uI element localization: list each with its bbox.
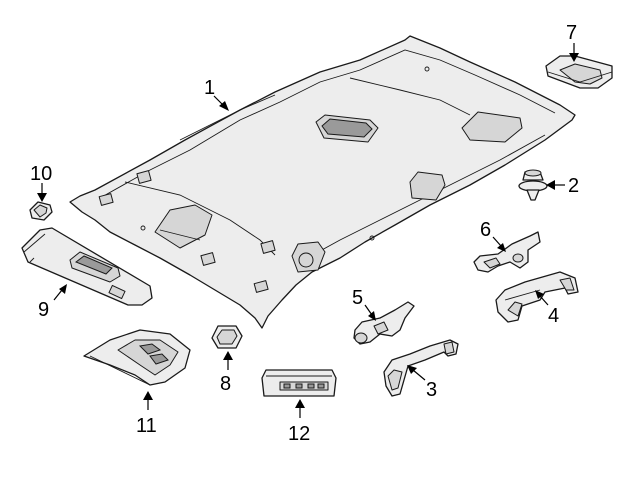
callout-9: 9 (38, 299, 49, 321)
callout-10: 10 (30, 163, 52, 185)
callout-labels: 1 2 3 4 5 6 7 8 9 10 11 12 (30, 22, 579, 445)
dome-lamp-part (261, 369, 337, 397)
callout-12: 12 (288, 423, 310, 445)
handle-bracket-part (353, 301, 415, 345)
bracket-part (473, 231, 541, 273)
callout-1: 1 (204, 77, 215, 99)
leader-6 (492, 236, 502, 247)
callout-11: 11 (136, 415, 157, 437)
headliner-part (69, 35, 576, 329)
callout-2: 2 (568, 175, 579, 197)
callout-4: 4 (548, 305, 559, 327)
callout-8: 8 (220, 373, 231, 395)
leader-5 (364, 304, 373, 316)
lamp-lens-part (545, 55, 613, 89)
callout-5: 5 (352, 287, 363, 309)
leader-lines (37, 43, 579, 418)
grab-handle-rear-part (495, 271, 579, 323)
visor-clip-part (29, 201, 53, 221)
leader-4 (539, 295, 549, 306)
trim-cap-part (211, 325, 243, 349)
grab-handle-front-part (383, 339, 459, 397)
leader-9 (53, 289, 63, 301)
sun-visor-part (21, 227, 153, 306)
callout-3: 3 (426, 379, 437, 401)
overhead-console-part (83, 329, 191, 386)
push-clip-part (518, 169, 548, 201)
leader-3 (412, 369, 426, 381)
callout-6: 6 (480, 219, 491, 241)
callout-7: 7 (566, 22, 577, 44)
